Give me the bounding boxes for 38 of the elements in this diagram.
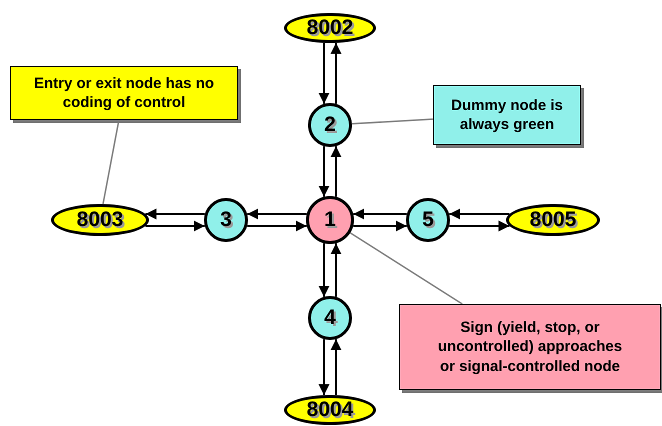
arrow bbox=[330, 42, 342, 104]
arrow bbox=[449, 220, 510, 232]
arrow bbox=[247, 220, 307, 232]
callout-box bbox=[399, 304, 661, 390]
callout-box bbox=[10, 66, 238, 120]
arrow bbox=[247, 208, 307, 220]
arrow bbox=[318, 339, 330, 396]
arrow bbox=[145, 220, 205, 232]
junction-node-circle bbox=[308, 296, 352, 340]
node-number: 3 bbox=[220, 208, 232, 232]
arrow bbox=[318, 42, 330, 104]
node-number: 2 bbox=[324, 113, 336, 137]
node-number: 8005 bbox=[530, 208, 576, 232]
node-number: 8003 bbox=[76, 208, 124, 232]
leader-line bbox=[350, 232, 463, 305]
node-number: 1 bbox=[324, 208, 336, 232]
arrow bbox=[449, 208, 510, 220]
arrow bbox=[145, 208, 205, 220]
junction-node-circle bbox=[204, 198, 248, 242]
arrow bbox=[318, 243, 330, 297]
node-number: 4 bbox=[324, 306, 336, 330]
arrow bbox=[330, 339, 342, 396]
arrow bbox=[318, 146, 330, 197]
arrow bbox=[353, 208, 407, 220]
callout-box bbox=[433, 85, 581, 145]
node-number: 8002 bbox=[306, 16, 354, 40]
node-number: 8004 bbox=[306, 398, 354, 422]
arrow bbox=[330, 243, 342, 297]
arrow bbox=[330, 146, 342, 197]
callout-text: Sign (yield, stop, or uncontrolled) approaches or signal-controlled node bbox=[436, 318, 624, 376]
callout-text: Dummy node is always green bbox=[450, 96, 564, 134]
junction-node-circle bbox=[406, 198, 450, 242]
arrow bbox=[353, 220, 407, 232]
callout-text: Entry or exit node has no coding of control bbox=[32, 74, 216, 112]
node-number: 5 bbox=[422, 208, 434, 232]
junction-node-circle bbox=[306, 196, 354, 244]
leader-line bbox=[352, 118, 434, 124]
junction-node-circle bbox=[308, 103, 352, 147]
